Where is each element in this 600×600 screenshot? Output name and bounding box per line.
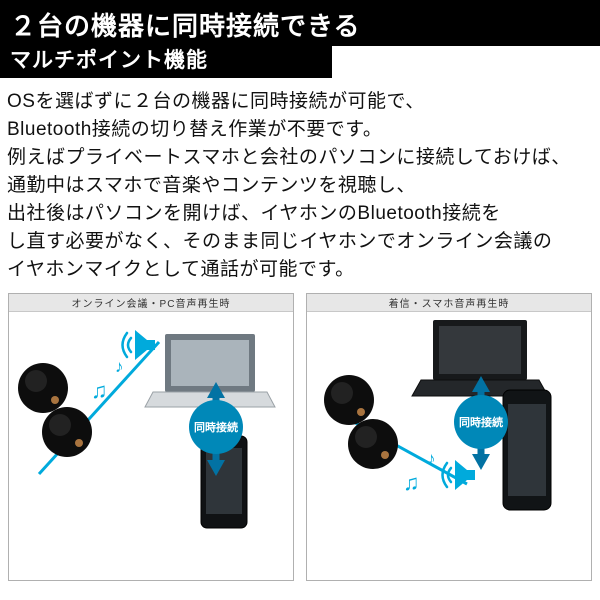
svg-text:同時接続: 同時接続 xyxy=(459,415,503,429)
diagram-caption-left: オンライン会議・PC音声再生時 xyxy=(9,294,293,312)
description-line: し直す必要がなく、そのまま同じイヤホンでオンライン会議の xyxy=(7,231,553,252)
music-note-icon: ♪ xyxy=(427,449,436,468)
diagram-pc-audio: オンライン会議・PC音声再生時 ♫ ♪ xyxy=(8,293,294,581)
diagram-left: ♫ ♪ xyxy=(18,330,276,529)
svg-text:同時接続: 同時接続 xyxy=(194,420,238,434)
smartphone-icon xyxy=(502,389,552,511)
simultaneous-connection-badge: 同時接続 xyxy=(189,400,243,454)
music-note-icon: ♫ xyxy=(403,470,420,495)
speaker-icon xyxy=(121,330,155,360)
diagram-phone-audio: 着信・スマホ音声再生時 ♫ ♪ xyxy=(306,293,592,581)
laptop-icon xyxy=(411,320,549,397)
laptop-icon xyxy=(144,334,276,408)
description-line: イヤホンマイクとして通話が可能です。 xyxy=(7,259,355,280)
headline-line1: ２台の機器に同時接続できる xyxy=(10,10,361,41)
earbuds-icon xyxy=(324,375,398,469)
description-line: 出社後はパソコンを開けば、イヤホンのBluetooth接続を xyxy=(7,203,501,224)
headline-bar-1: ２台の機器に同時接続できる xyxy=(0,0,600,46)
earbuds-icon xyxy=(18,363,92,457)
diagram-row: オンライン会議・PC音声再生時 ♫ ♪ xyxy=(0,290,600,581)
music-note-icon: ♫ xyxy=(91,378,108,403)
description-paragraph: OSを選ばずに２台の機器に同時接続が可能で、 Bluetooth接続の切り替え作… xyxy=(0,78,600,290)
description-line: OSを選ばずに２台の機器に同時接続が可能で、 xyxy=(7,91,425,112)
description-line: Bluetooth接続の切り替え作業が不要です。 xyxy=(7,119,383,140)
diagram-right: ♫ ♪ xyxy=(324,320,552,511)
speaker-icon xyxy=(441,460,475,490)
simultaneous-connection-badge: 同時接続 xyxy=(454,395,508,449)
diagram-caption-right: 着信・スマホ音声再生時 xyxy=(307,294,591,312)
headline-bar-2: マルチポイント機能 xyxy=(0,46,332,78)
description-line: 通勤中はスマホで音楽やコンテンツを視聴し、 xyxy=(7,175,416,196)
headline: ２台の機器に同時接続できる マルチポイント機能 xyxy=(0,0,600,78)
description-line: 例えばプライベートスマホと会社のパソコンに接続しておけば、 xyxy=(7,147,571,168)
music-note-icon: ♪ xyxy=(115,357,124,376)
headline-line2: マルチポイント機能 xyxy=(10,49,208,72)
